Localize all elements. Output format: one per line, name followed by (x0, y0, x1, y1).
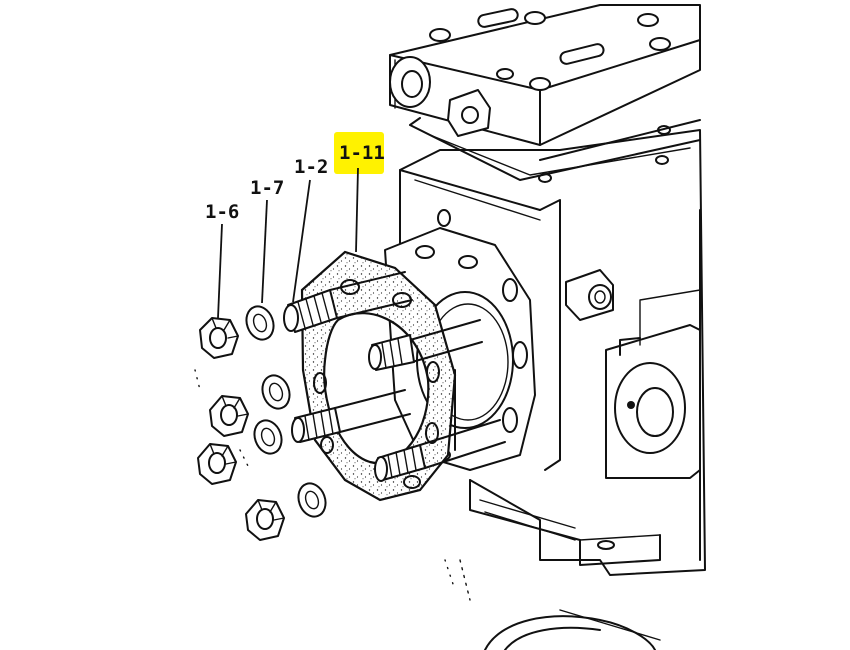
hex-nut (199, 317, 239, 359)
washer (253, 419, 283, 455)
hex-nut (245, 499, 285, 541)
washer (297, 482, 327, 518)
stud-bolts (283, 271, 506, 482)
callout-gasket: 1-11 (334, 132, 385, 253)
callout-label-washer: 1-7 (250, 177, 284, 199)
stud (291, 389, 411, 443)
washer (245, 305, 275, 341)
hex-nut (197, 443, 237, 485)
callout-label-nut: 1-6 (205, 201, 239, 223)
stud (374, 419, 506, 482)
washers (245, 305, 327, 518)
callout-nut: 1-6 (205, 201, 239, 319)
callout-stud: 1-2 (292, 156, 328, 303)
callout-highlight (334, 132, 384, 174)
hex-nut (209, 395, 249, 437)
top-cover (389, 4, 701, 183)
callout-washer: 1-7 (250, 177, 284, 304)
stud (368, 319, 483, 371)
washer (261, 374, 291, 410)
nuts (197, 317, 285, 541)
stud (283, 271, 413, 333)
callout-label-gasket: 1-11 (339, 142, 385, 164)
callout-label-stud: 1-2 (294, 156, 328, 178)
o-ring (484, 609, 661, 650)
pump-housing (399, 129, 706, 601)
